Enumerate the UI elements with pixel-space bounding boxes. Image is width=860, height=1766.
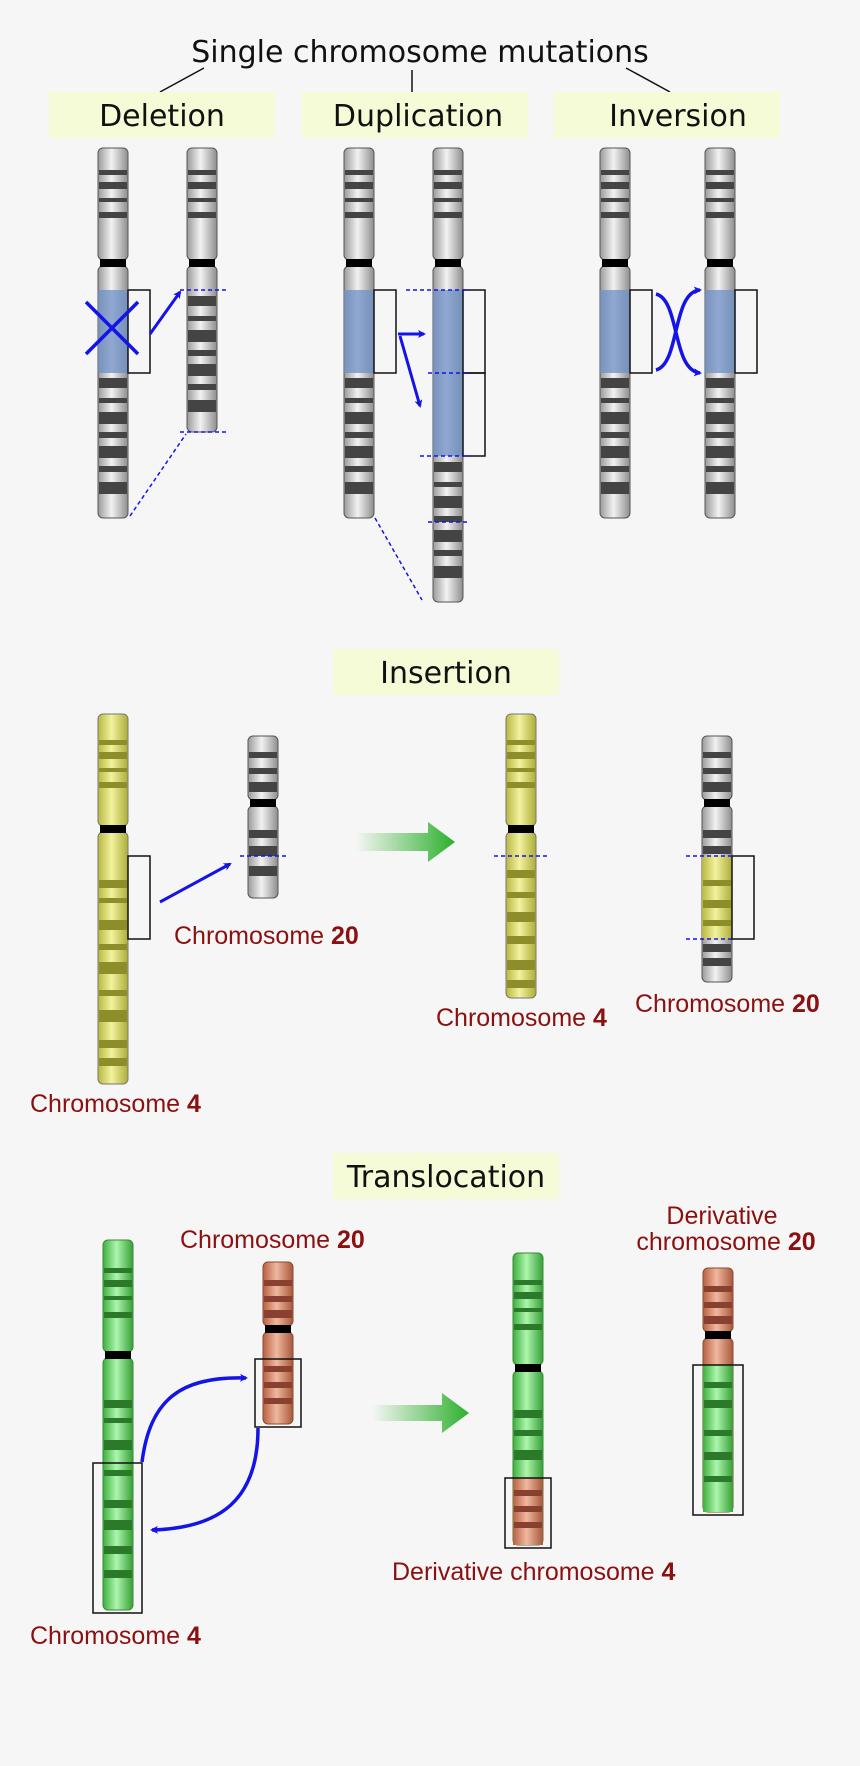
insertion-chromosome-20 (240, 735, 286, 899)
insertion-arrow (159, 862, 232, 904)
translocation-result-arrow (372, 1393, 469, 1433)
header-deletion-label: Deletion (99, 99, 225, 134)
deletion-cross-icon (84, 300, 140, 356)
insertion-result-arrow (356, 822, 455, 862)
duplication-result-chromosome (374, 147, 486, 603)
deletion-result-chromosome (129, 147, 226, 517)
insertion-chr20-label: Chromosome 20 (174, 922, 359, 950)
duplication-original-chromosome (343, 147, 397, 519)
header-translocation: Translocation (333, 1153, 559, 1199)
translocation-arrows (140, 1373, 260, 1534)
header-inversion: Inversion (554, 92, 780, 138)
translocation-chr4-label: Chromosome 4 (30, 1622, 201, 1650)
title-leader-lines (159, 67, 671, 93)
insertion-chromosome-4 (97, 713, 151, 1085)
insertion-result-chr4-label: Chromosome 4 (436, 1004, 607, 1032)
header-insertion-label: Insertion (380, 656, 512, 691)
inversion-original-chromosome (599, 147, 653, 519)
translocation-chr20-label: Chromosome 20 (180, 1226, 365, 1254)
derivative-chr20-label-line1: Derivative (666, 1202, 777, 1230)
derivative-chromosome-20 (692, 1267, 744, 1516)
header-insertion: Insertion (333, 649, 559, 695)
insertion-result-chromosome-4 (494, 713, 548, 999)
derivative-chr20-label-line2: chromosome 20 (636, 1228, 815, 1256)
header-duplication: Duplication (302, 92, 528, 138)
derivative-chr4-label: Derivative chromosome 4 (392, 1558, 676, 1586)
insertion-chr4-label: Chromosome 4 (30, 1090, 201, 1118)
deletion-original-chromosome (97, 147, 151, 519)
derivative-chromosome-4 (504, 1252, 552, 1549)
header-deletion: Deletion (49, 92, 275, 138)
translocation-chromosome-4 (92, 1239, 143, 1614)
translocation-chromosome-20 (254, 1261, 302, 1428)
inversion-result-chromosome (704, 147, 758, 519)
duplication-arrows (398, 330, 426, 408)
insertion-result-chr20-label: Chromosome 20 (635, 990, 820, 1018)
inversion-arrows (655, 286, 702, 377)
main-title: Single chromosome mutations (191, 35, 649, 70)
header-inversion-label: Inversion (609, 99, 747, 134)
header-translocation-label: Translocation (346, 1160, 545, 1195)
deletion-arrow (148, 290, 182, 335)
insertion-result-chromosome-20 (686, 735, 755, 983)
header-duplication-label: Duplication (333, 99, 503, 134)
